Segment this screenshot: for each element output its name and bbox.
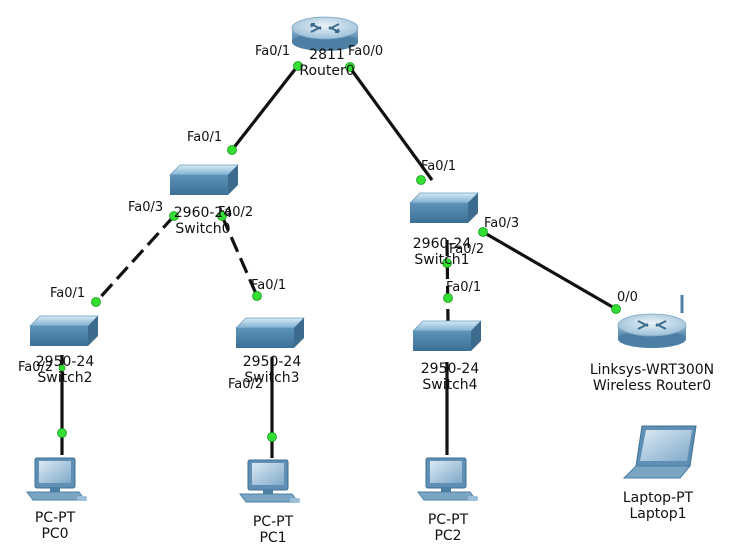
pc2-model: PC-PT [427,512,469,528]
port-label-switch2-fa02: Fa0/2 [18,360,54,375]
wireless-router-name: Wireless Router0 [592,378,712,394]
port-light-switch0-fa01 [227,145,237,155]
switch2-name: Switch2 [37,370,93,386]
pc0-model: PC-PT [34,510,76,526]
wireless-router-label: Linksys-WRT300N Wireless Router0 [577,362,727,394]
laptop-icon[interactable] [622,425,697,479]
port-light-pc0 [57,428,67,438]
switch3-label: 2950-24 Switch3 [232,354,312,386]
laptop1-name: Laptop1 [629,506,687,522]
laptop1-label: Laptop-PT Laptop1 [608,490,708,522]
switch1-model: 2960-24 [412,236,472,252]
pc1-label: PC-PT PC1 [238,514,308,546]
port-label-switch0-fa01: Fa0/1 [187,130,223,145]
router0-label: 2811 Router0 [292,47,362,79]
port-light-router0-fa00 [345,62,355,72]
switch2-model: 2950-24 [35,354,95,370]
port-label-switch3-fa02: Fa0/2 [228,377,264,392]
pc0-name: PC0 [41,526,69,542]
pc1-name: PC1 [259,530,287,546]
link-switch0-switch3[interactable] [220,215,259,297]
router0-name: Router0 [299,63,355,79]
port-label-wireless-00: 0/0 [617,290,638,305]
pc-icon[interactable] [417,457,478,501]
port-light-pc1 [267,432,277,442]
switch-icon[interactable] [412,320,482,351]
pc0-label: PC-PT PC0 [20,510,90,542]
link-switch0-switch2[interactable] [94,214,176,304]
port-label-router0-fa01: Fa0/1 [255,44,291,59]
switch-icon[interactable] [235,317,305,348]
pc-icon[interactable] [239,459,300,503]
port-label-switch1-fa03: Fa0/3 [484,216,520,231]
port-label-switch2-fa01: Fa0/1 [50,286,86,301]
pc2-label: PC-PT PC2 [413,512,483,544]
port-light-switch1-fa01 [416,175,426,185]
link-router0-switch0[interactable] [230,62,302,151]
switch3-model: 2950-24 [242,354,302,370]
link-switch1-switch4[interactable] [445,239,450,323]
port-light-router0-fa01 [293,61,303,71]
switch-icon[interactable] [409,192,479,223]
links [60,62,617,458]
port-light-switch1-fa03 [478,227,488,237]
port-light-switch2-fa01 [91,297,101,307]
switch4-label: 2950-24 Switch4 [410,361,490,393]
wireless-router-model: Linksys-WRT300N [589,362,715,378]
pc-icon[interactable] [26,457,87,501]
port-light-switch4-fa01 [443,293,453,303]
port-status-lights [57,61,621,442]
port-label-switch4-fa01: Fa0/1 [446,280,482,295]
link-router0-switch1[interactable] [346,64,434,181]
switch0-name: Switch0 [175,221,231,237]
port-label-router0-fa00: Fa0/0 [348,44,384,59]
port-light-switch2-fa02 [58,364,66,372]
router-icon[interactable] [291,16,359,51]
port-light-switch0-fa03 [169,211,179,221]
switch4-model: 2950-24 [420,361,480,377]
port-light-switch0-fa02 [217,211,227,221]
pc2-name: PC2 [434,528,462,544]
switch3-name: Switch3 [244,370,300,386]
port-label-switch0-fa03: Fa0/3 [128,200,164,215]
laptop1-model: Laptop-PT [622,490,694,506]
router0-model: 2811 [309,47,345,63]
port-label-switch3-fa01: Fa0/1 [251,278,287,293]
switch2-label: 2950-24 Switch2 [25,354,105,386]
port-light-wireless-00 [611,304,621,314]
wireless-router-icon[interactable] [617,295,687,348]
port-label-switch1-fa01: Fa0/1 [421,159,457,174]
switch-icon[interactable] [29,315,99,346]
pc1-model: PC-PT [252,514,294,530]
switch1-label: 2960-24 Switch1 [402,236,482,268]
port-label-switch0-fa02: Fa0/2 [218,205,254,220]
port-light-switch3-fa01 [252,291,262,301]
switch1-name: Switch1 [414,252,470,268]
switch4-name: Switch4 [422,377,478,393]
switch-icon[interactable] [169,164,239,195]
port-label-switch1-fa02: Fa0/2 [449,242,485,257]
link-switch1-wireless[interactable] [482,230,617,311]
switch0-model: 2960-24 [173,205,233,221]
port-light-switch1-fa02 [442,258,452,268]
switch0-label: 2960-24 Switch0 [163,205,243,237]
